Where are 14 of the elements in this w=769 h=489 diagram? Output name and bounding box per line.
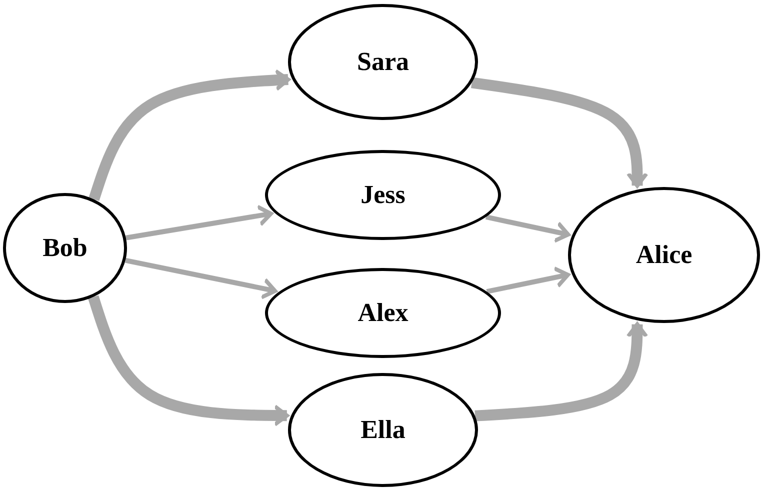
arrow: [485, 214, 570, 243]
arrow: [486, 266, 570, 294]
node-label: Jess: [360, 180, 406, 210]
node-label: Ella: [360, 415, 406, 445]
node-label: Bob: [42, 233, 88, 263]
node-label: Sara: [357, 47, 409, 77]
node-label: Alex: [358, 298, 408, 328]
arrow: [88, 295, 289, 426]
arrow: [88, 69, 290, 202]
arrow: [126, 204, 273, 240]
node-label: Alice: [636, 240, 692, 270]
arrow: [470, 77, 648, 188]
arrow: [474, 322, 648, 422]
arrow: [124, 258, 278, 300]
